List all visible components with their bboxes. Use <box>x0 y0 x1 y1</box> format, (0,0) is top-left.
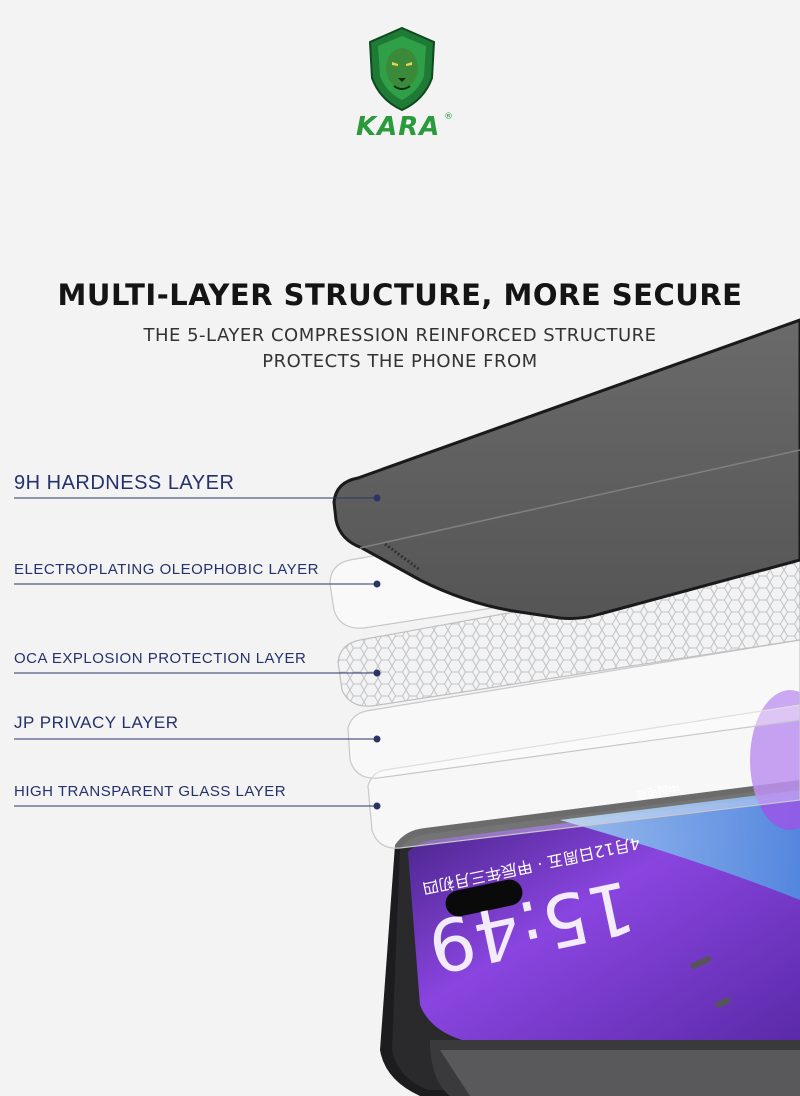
layer-label-9h-hardness: 9H HARDNESS LAYER <box>14 472 235 494</box>
glass-edge-detail <box>384 542 421 572</box>
layer-label-oca: OCA EXPLOSION PROTECTION LAYER <box>14 650 307 667</box>
kara-logo: KARA ® <box>352 26 453 144</box>
headline-subtitle-line2: PROTECTS THE PHONE FROM <box>262 351 538 372</box>
glass-reflection-line <box>359 449 800 549</box>
brand-name: KARA <box>356 112 441 142</box>
lion-emblem-icon <box>368 26 436 112</box>
layer-label-privacy: JP PRIVACY LAYER <box>14 713 179 732</box>
headline-title: MULTI-LAYER STRUCTURE, MORE SECURE <box>57 278 743 312</box>
registered-mark: ® <box>444 112 453 122</box>
phone <box>380 690 800 1096</box>
glass-layer-5 <box>367 704 800 849</box>
layer-label-glass: HIGH TRANSPARENT GLASS LAYER <box>14 783 287 800</box>
headline-subtitle-line1: THE 5-LAYER COMPRESSION REINFORCED STRUC… <box>143 325 657 346</box>
leader-lines <box>14 494 381 810</box>
layer-label-oleophobic: ELECTROPLATING OLEOPHOBIC LAYER <box>14 561 320 578</box>
glass-layer-3 <box>337 559 800 707</box>
glass-layer-4 <box>347 639 800 779</box>
